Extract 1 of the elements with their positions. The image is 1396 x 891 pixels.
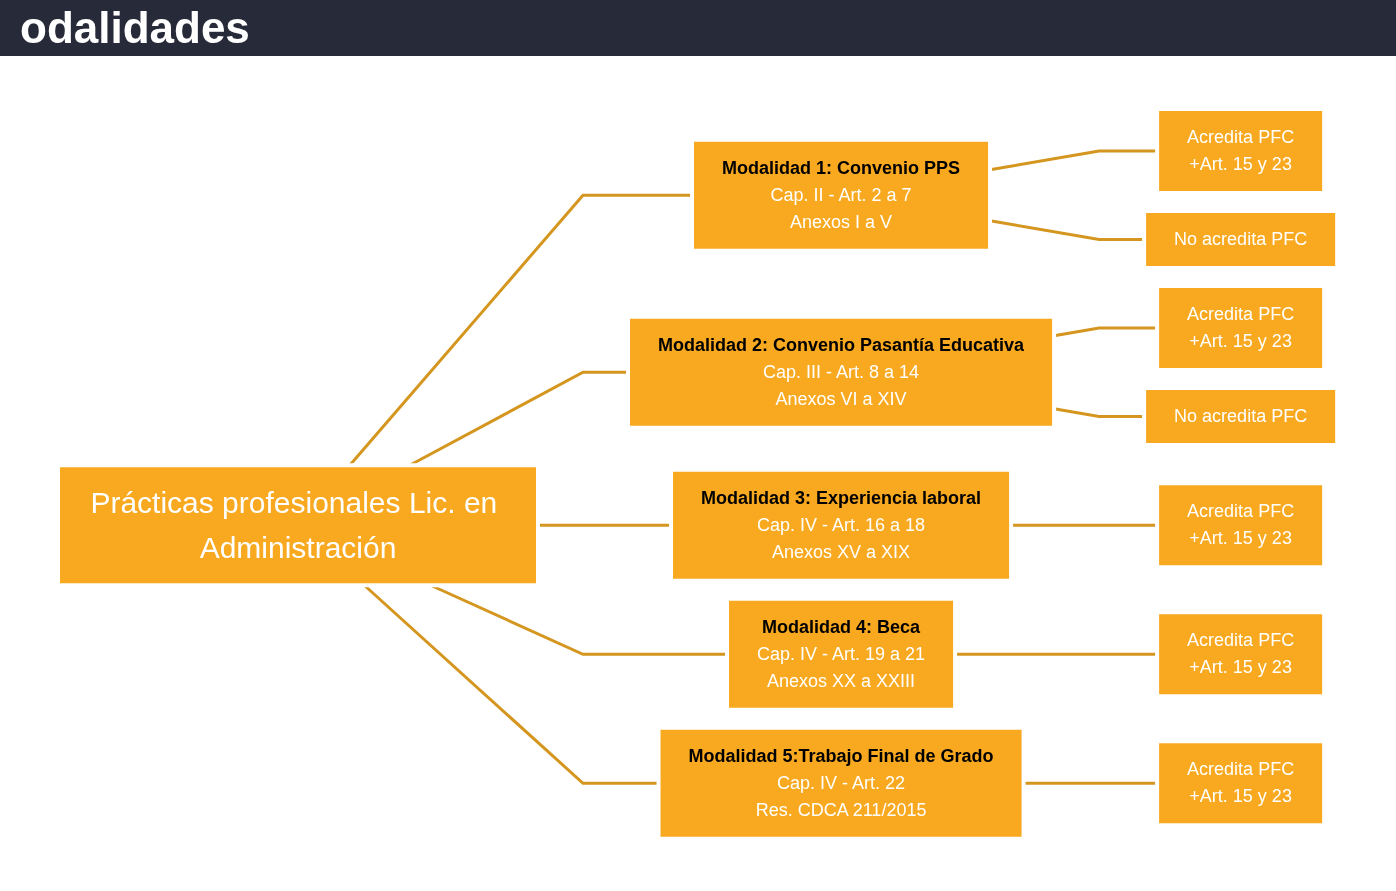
- slide-title: odalidades: [0, 0, 1396, 56]
